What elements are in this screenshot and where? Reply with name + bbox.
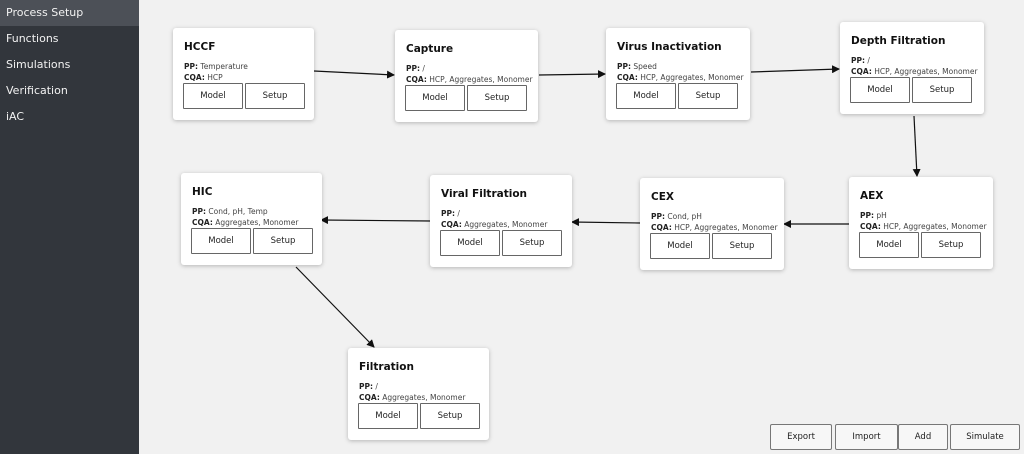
step-card-hccf[interactable]: HCCF PP: Temperature CQA: HCP Model Setu… [173,28,314,120]
step-title: Capture [406,43,454,55]
step-card-hic[interactable]: HIC PP: Cond, pH, Temp CQA: Aggregates, … [181,173,322,265]
setup-button[interactable]: Setup [245,83,305,109]
sidebar-item-iac[interactable]: iAC [6,110,25,123]
model-button[interactable]: Model [850,77,910,103]
step-pp: PP: Temperature [184,62,248,71]
step-pp: PP: / [359,382,378,391]
step-title: Virus Inactivation [617,41,722,53]
model-button[interactable]: Model [859,232,919,258]
step-cqa: CQA: HCP, Aggregates, Monomer [617,73,744,82]
step-title: Depth Filtration [851,35,946,47]
connector-capture-virus-inactivation [538,70,606,79]
step-pp: PP: Speed [617,62,657,71]
connector-hic-filtration [295,266,375,348]
step-title: HIC [192,186,213,198]
step-card-aex[interactable]: AEX PP: pH CQA: HCP, Aggregates, Monomer… [849,177,993,269]
step-title: CEX [651,191,674,203]
step-title: HCCF [184,41,216,53]
step-pp: PP: / [441,209,460,218]
sidebar-item-functions[interactable]: Functions [6,32,59,45]
step-pp: PP: pH [860,211,887,220]
step-card-virus-inactivation[interactable]: Virus Inactivation PP: Speed CQA: HCP, A… [606,28,750,120]
add-button[interactable]: Add [898,424,948,450]
connector-hccf-capture [313,70,395,79]
import-button[interactable]: Import [835,424,898,450]
sidebar-item-simulations[interactable]: Simulations [6,58,71,71]
setup-button[interactable]: Setup [712,233,772,259]
model-button[interactable]: Model [183,83,243,109]
model-button[interactable]: Model [440,230,500,256]
step-cqa: CQA: HCP [184,73,223,82]
step-card-cex[interactable]: CEX PP: Cond, pH CQA: HCP, Aggregates, M… [640,178,784,270]
step-pp: PP: / [406,64,425,73]
flow-connections [295,65,921,348]
setup-button[interactable]: Setup [912,77,972,103]
sidebar-item-verification[interactable]: Verification [6,84,68,97]
model-button[interactable]: Model [650,233,710,259]
step-pp: PP: Cond, pH, Temp [192,207,268,216]
step-pp: PP: Cond, pH [651,212,702,221]
setup-button[interactable]: Setup [420,403,480,429]
step-pp: PP: / [851,56,870,65]
step-cqa: CQA: Aggregates, Monomer [441,220,548,229]
step-card-viral-filtration[interactable]: Viral Filtration PP: / CQA: Aggregates, … [430,175,572,267]
step-title: Viral Filtration [441,188,528,200]
step-card-depth-filtration[interactable]: Depth Filtration PP: / CQA: HCP, Aggrega… [840,22,984,114]
model-button[interactable]: Model [191,228,251,254]
sidebar-item-process-setup[interactable]: Process Setup [0,0,139,26]
step-cqa: CQA: Aggregates, Monomer [359,393,466,402]
step-cqa: CQA: HCP, Aggregates, Monomer [851,67,978,76]
step-card-capture[interactable]: Capture PP: / CQA: HCP, Aggregates, Mono… [395,30,538,122]
simulate-button[interactable]: Simulate [950,424,1020,450]
connector-virus-inactivation-depth-filtration [750,65,840,74]
model-button[interactable]: Model [358,403,418,429]
process-canvas: HCCF PP: Temperature CQA: HCP Model Setu… [139,0,1024,454]
step-cqa: CQA: HCP, Aggregates, Monomer [651,223,778,232]
connector-viral-filtration-hic [320,216,432,225]
step-cqa: CQA: HCP, Aggregates, Monomer [860,222,987,231]
step-title: Filtration [359,361,414,373]
step-cqa: CQA: Aggregates, Monomer [192,218,299,227]
setup-button[interactable]: Setup [921,232,981,258]
sidebar: Process Setup Functions Simulations Veri… [0,0,139,454]
setup-button[interactable]: Setup [253,228,313,254]
setup-button[interactable]: Setup [467,85,527,111]
export-button[interactable]: Export [770,424,832,450]
step-cqa: CQA: HCP, Aggregates, Monomer [406,75,533,84]
model-button[interactable]: Model [405,85,465,111]
connector-cex-viral-filtration [571,218,641,227]
model-button[interactable]: Model [616,83,676,109]
connector-depth-filtration-aex [912,115,921,177]
setup-button[interactable]: Setup [502,230,562,256]
step-title: AEX [860,190,884,202]
step-card-filtration[interactable]: Filtration PP: / CQA: Aggregates, Monome… [348,348,489,440]
setup-button[interactable]: Setup [678,83,738,109]
